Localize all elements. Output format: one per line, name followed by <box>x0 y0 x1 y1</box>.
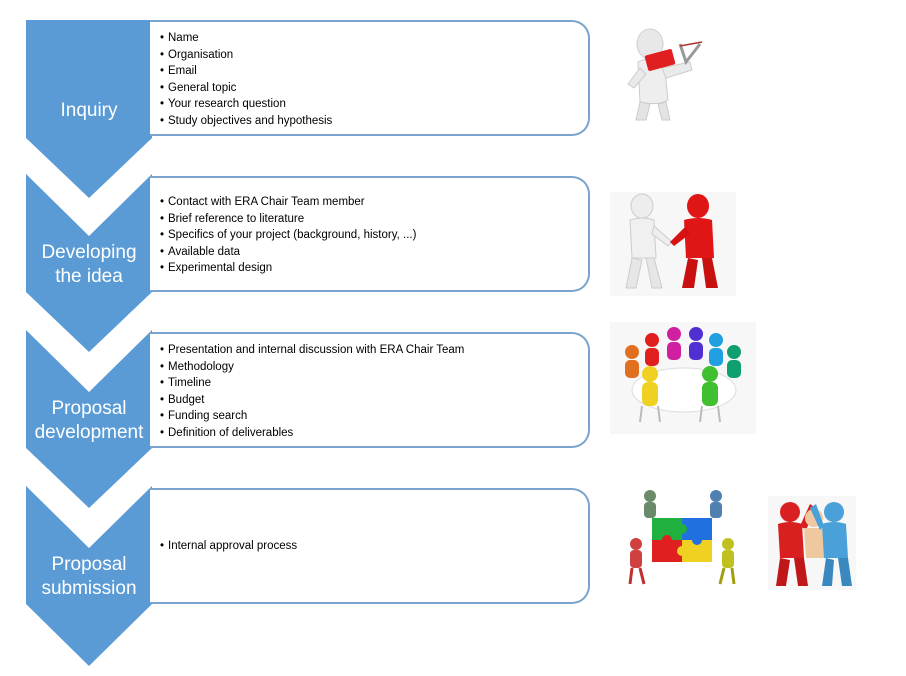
list-item: Definition of deliverables <box>160 425 588 442</box>
handshake-icon <box>610 192 736 296</box>
list-item: Specifics of your project (background, h… <box>160 227 588 244</box>
list-item: Funding search <box>160 408 588 425</box>
list-item: Email <box>160 63 588 80</box>
chevron-step-3 <box>26 330 152 508</box>
step-title-proposal-development: Proposal development <box>34 398 144 443</box>
step-list-proposal-submission: Internal approval process <box>160 538 588 555</box>
chevron-step-4 <box>26 486 152 666</box>
step-title-inquiry: Inquiry <box>60 100 118 121</box>
chevron-step-2 <box>26 174 152 352</box>
step-box-proposal-development: Presentation and internal discussion wit… <box>150 332 590 448</box>
step-box-inquiry: Name Organisation Email General topic Yo… <box>150 20 590 136</box>
list-item: Budget <box>160 392 588 409</box>
list-item: Methodology <box>160 359 588 376</box>
list-item: General topic <box>160 80 588 97</box>
step-list-inquiry: Name Organisation Email General topic Yo… <box>160 30 588 130</box>
step-box-proposal-submission: Internal approval process <box>150 488 590 604</box>
chevron-step-1 <box>26 20 152 198</box>
step-title-proposal-submission: Proposal submission <box>41 554 137 599</box>
list-item: Internal approval process <box>160 538 588 555</box>
person-with-slingshot-icon <box>627 28 703 121</box>
round-table-meeting-icon <box>610 322 756 434</box>
list-item: Experimental design <box>160 260 588 277</box>
step-box-developing: Contact with ERA Chair Team member Brief… <box>150 176 590 292</box>
list-item: Presentation and internal discussion wit… <box>160 342 588 359</box>
step-list-proposal-development: Presentation and internal discussion wit… <box>160 342 588 442</box>
step-list-developing: Contact with ERA Chair Team member Brief… <box>160 194 588 277</box>
list-item: Organisation <box>160 47 588 64</box>
list-item: Study objectives and hypothesis <box>160 113 588 130</box>
high-five-icon <box>768 496 856 590</box>
list-item: Contact with ERA Chair Team member <box>160 194 588 211</box>
list-item: Available data <box>160 244 588 261</box>
list-item: Your research question <box>160 96 588 113</box>
list-item: Brief reference to literature <box>160 211 588 228</box>
step-title-developing: Developing the idea <box>41 242 137 287</box>
puzzle-team-icon <box>628 490 736 585</box>
list-item: Timeline <box>160 375 588 392</box>
list-item: Name <box>160 30 588 47</box>
